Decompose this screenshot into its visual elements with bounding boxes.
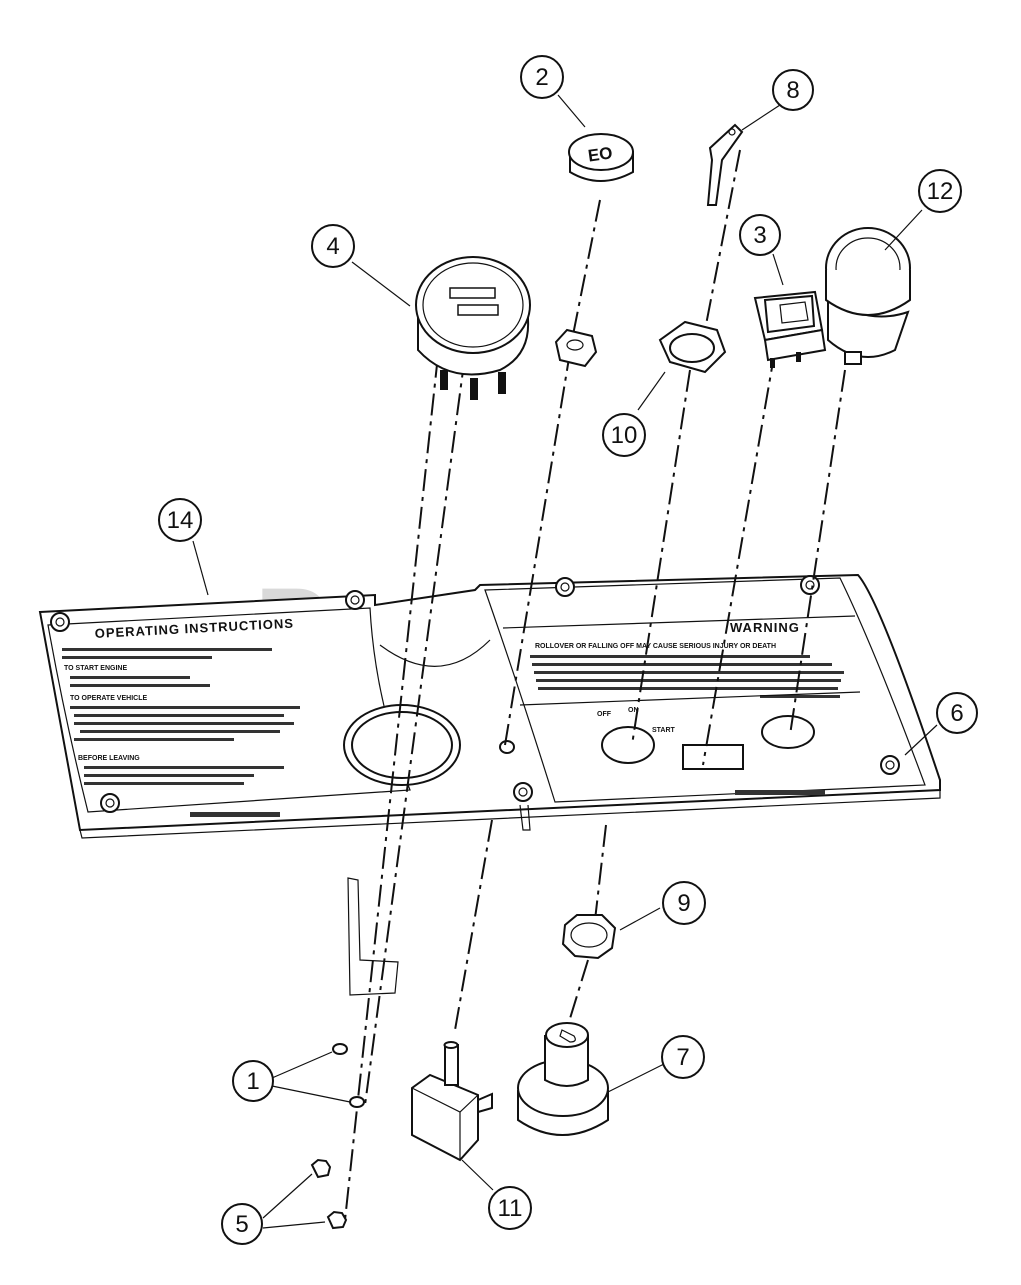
callout-10: 10 [602, 413, 646, 457]
operating-instructions-decal [47, 607, 411, 813]
choke-hole [761, 715, 815, 749]
hourmeter-recess [379, 639, 491, 667]
panel-screws [50, 575, 900, 813]
ignition-hole [601, 726, 655, 764]
light-switch-nut [554, 328, 598, 368]
switch-start-label: START [652, 727, 676, 734]
lockwasher-lower [349, 1096, 365, 1108]
rocker-switch-hole [682, 744, 744, 770]
mounting-bracket [347, 877, 399, 996]
eo-label: EO [587, 143, 614, 165]
callout-1: 1 [232, 1060, 274, 1102]
rocker-switch [753, 290, 827, 368]
warning-decal [484, 577, 926, 803]
to-operate-vehicle-heading: TO OPERATE VEHICLE [70, 695, 147, 702]
ignition-switch [517, 1022, 609, 1136]
callout-14-label: 14 [167, 507, 194, 534]
callout-3: 3 [739, 214, 781, 256]
callout-9-label: 9 [677, 890, 690, 917]
warning-text-lines [519, 655, 861, 795]
nut-lower [326, 1210, 348, 1230]
callout-11-label: 11 [498, 1195, 523, 1222]
nut-upper [310, 1158, 332, 1179]
choke-knob [825, 227, 911, 365]
callout-1-label: 1 [246, 1068, 259, 1095]
warning-title: WARNING [730, 620, 800, 635]
switch-on-label: ON [628, 707, 639, 714]
before-leaving-heading: BEFORE LEAVING [78, 755, 140, 762]
dashboard-panel: OPERATING INSTRUCTIONS TO START ENGINE T… [38, 573, 941, 996]
lockwasher-upper [332, 1043, 348, 1055]
small-hardware [310, 1043, 365, 1230]
ignition-retaining-nut [561, 914, 617, 960]
callout-4: 4 [311, 224, 355, 268]
ignition-hex-nut [658, 320, 727, 374]
operating-instructions-text: TO START ENGINE TO OPERATE VEHICLE BEFOR… [62, 648, 300, 817]
callout-8: 8 [772, 69, 814, 111]
light-switch-hole [499, 740, 515, 754]
light-switch-cap: EO [568, 133, 634, 182]
callout-7-label: 7 [676, 1044, 689, 1071]
callout-12: 12 [918, 169, 962, 213]
callout-5: 5 [221, 1203, 263, 1245]
callout-7: 7 [661, 1035, 705, 1079]
switch-off-label: OFF [597, 711, 612, 718]
callout-9: 9 [662, 881, 706, 925]
to-start-engine-heading: TO START ENGINE [64, 665, 127, 672]
hourmeter [415, 256, 531, 400]
callout-6-label: 6 [950, 700, 963, 727]
callout-6: 6 [936, 692, 978, 734]
callout-4-label: 4 [326, 233, 339, 260]
rollover-warning-text: ROLLOVER OR FALLING OFF MAY CAUSE SERIOU… [535, 643, 776, 650]
callout-2-label: 2 [535, 64, 548, 91]
callout-5-label: 5 [235, 1211, 248, 1238]
callout-12-label: 12 [927, 178, 954, 205]
ignition-key [706, 123, 744, 206]
callout-3-label: 3 [753, 222, 766, 249]
callout-10-label: 10 [611, 422, 638, 449]
push-switch [411, 1041, 493, 1162]
callout-8-label: 8 [786, 77, 799, 104]
leader-lines [192, 94, 938, 1229]
callout-14: 14 [158, 498, 202, 542]
callout-2: 2 [520, 55, 564, 99]
callout-11: 11 [488, 1186, 532, 1230]
